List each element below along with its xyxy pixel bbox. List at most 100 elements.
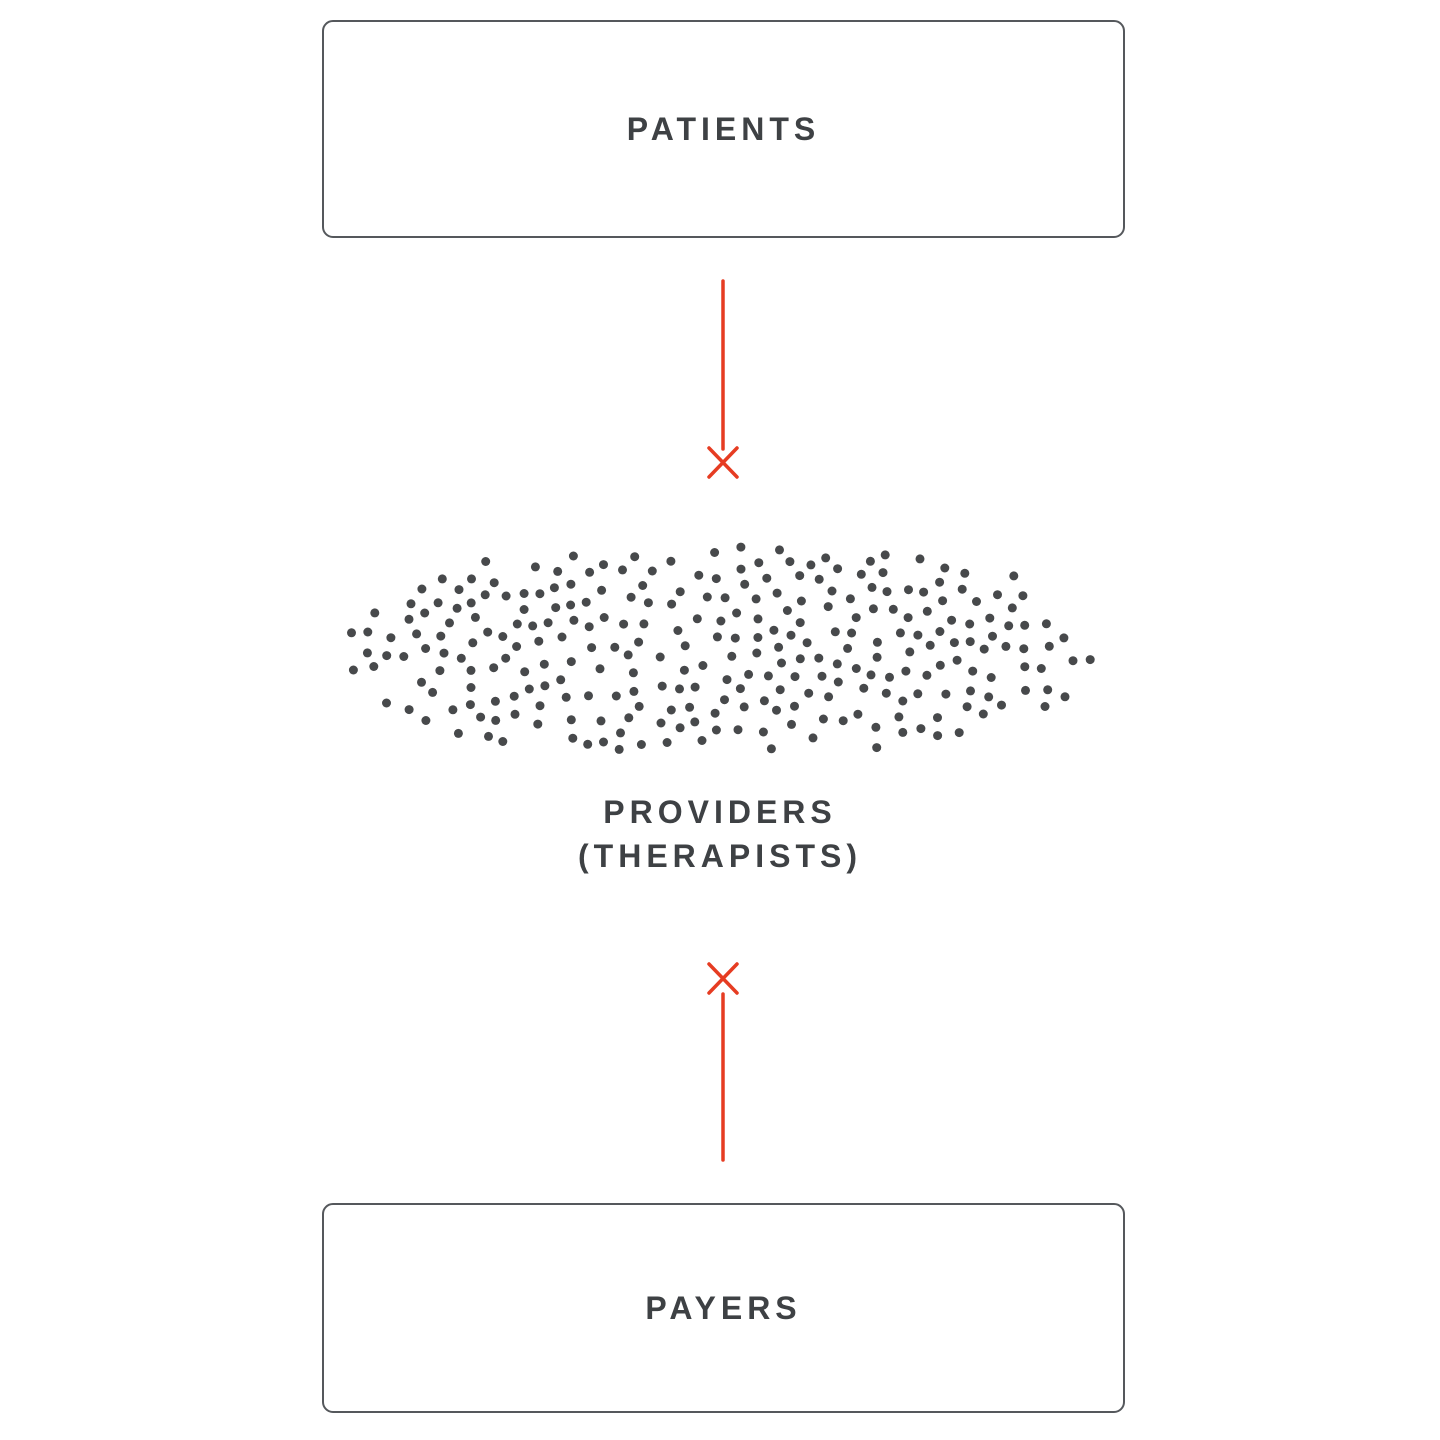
provider-dot xyxy=(445,618,454,628)
provider-dot xyxy=(510,709,520,719)
provider-dot xyxy=(692,614,702,624)
provider-dot xyxy=(435,666,445,676)
provider-dot xyxy=(556,675,566,685)
provider-dot xyxy=(814,574,824,584)
provider-dot xyxy=(727,651,737,661)
blocked-arrow-down-icon xyxy=(707,279,739,479)
provider-dot xyxy=(972,597,981,606)
provider-dot xyxy=(997,700,1006,710)
provider-dot xyxy=(720,695,729,705)
provider-dot xyxy=(758,727,768,737)
provider-dot xyxy=(915,554,925,564)
provider-dot xyxy=(1021,685,1030,695)
provider-dot xyxy=(1068,656,1078,666)
provider-dot xyxy=(647,566,657,576)
payers-label: PAYERS xyxy=(645,1289,802,1326)
provider-dot xyxy=(941,689,951,699)
provider-dot xyxy=(437,574,447,584)
provider-dot xyxy=(882,587,892,597)
provider-dot xyxy=(512,642,522,651)
provider-dot xyxy=(753,633,763,642)
provider-dot xyxy=(733,725,743,735)
providers-label-line1: PROVIDERS xyxy=(603,794,837,830)
provider-dot xyxy=(501,591,511,601)
provider-dot xyxy=(960,568,970,578)
provider-dot xyxy=(775,685,785,695)
provider-dot xyxy=(986,673,996,682)
provider-dot xyxy=(979,644,989,654)
provider-dot xyxy=(634,637,644,647)
provider-dot xyxy=(885,672,894,682)
provider-dot xyxy=(421,644,431,653)
provider-dot xyxy=(933,731,943,741)
provider-dot xyxy=(824,692,834,702)
provider-dot xyxy=(512,619,522,629)
provider-dot xyxy=(491,715,501,725)
provider-dot xyxy=(498,737,508,746)
provider-dot xyxy=(1036,664,1046,673)
provider-dot xyxy=(657,681,667,691)
provider-dot xyxy=(872,743,882,753)
provider-dot xyxy=(566,579,576,589)
provider-dot xyxy=(851,613,861,623)
provider-dot xyxy=(736,564,746,574)
provider-dot xyxy=(470,612,480,622)
provider-dot xyxy=(1043,685,1053,695)
provider-dot xyxy=(957,584,967,594)
provider-dot xyxy=(481,557,491,566)
provider-dot xyxy=(881,688,891,698)
provider-dot xyxy=(763,671,773,681)
provider-dot xyxy=(490,696,500,706)
x-mark-stroke xyxy=(707,446,739,479)
provider-dot xyxy=(903,613,913,623)
provider-dot xyxy=(386,633,396,643)
provider-dot xyxy=(535,701,545,711)
provider-dot xyxy=(557,632,567,642)
provider-dot xyxy=(553,566,563,576)
provider-dot xyxy=(754,558,764,568)
provider-dot xyxy=(1041,619,1051,629)
provider-dot xyxy=(480,590,490,600)
provider-dot xyxy=(1020,662,1030,672)
provider-dot xyxy=(838,716,848,726)
provider-dot xyxy=(519,589,529,598)
provider-dot xyxy=(786,630,796,640)
provider-dot xyxy=(675,723,685,733)
provider-dot xyxy=(643,598,653,608)
provider-dot xyxy=(599,737,608,747)
provider-dot xyxy=(662,738,672,747)
x-mark-stroke xyxy=(707,446,739,479)
provider-dot xyxy=(614,744,624,754)
provider-dot xyxy=(847,628,857,638)
provider-dot xyxy=(872,637,882,647)
provider-dot xyxy=(772,705,781,715)
provider-dot xyxy=(859,683,869,693)
provider-dot xyxy=(933,713,942,723)
provider-dot xyxy=(362,648,372,658)
provider-dot xyxy=(814,653,824,663)
provider-dot xyxy=(436,631,446,641)
provider-dot xyxy=(711,574,721,584)
provider-dot xyxy=(675,587,685,597)
provider-dot xyxy=(568,733,578,743)
provider-dot xyxy=(751,594,761,604)
provider-dot xyxy=(795,618,805,628)
provider-dot xyxy=(787,719,796,729)
provider-dot xyxy=(694,570,704,580)
provider-dot xyxy=(583,739,593,749)
provider-dot xyxy=(796,596,806,606)
provider-dot xyxy=(1009,571,1019,581)
provider-dot xyxy=(744,669,754,679)
provider-dot xyxy=(993,590,1002,600)
provider-dot xyxy=(901,666,911,676)
provider-dot xyxy=(938,596,948,606)
provider-dot xyxy=(347,628,356,638)
provider-dot xyxy=(466,598,476,608)
provider-dot xyxy=(965,619,975,629)
provider-dot xyxy=(584,691,593,701)
provider-dot xyxy=(752,648,762,658)
provider-dot xyxy=(777,658,786,668)
provider-dot xyxy=(1004,621,1014,631)
provider-dot xyxy=(1044,641,1054,651)
provider-dot xyxy=(498,632,508,641)
